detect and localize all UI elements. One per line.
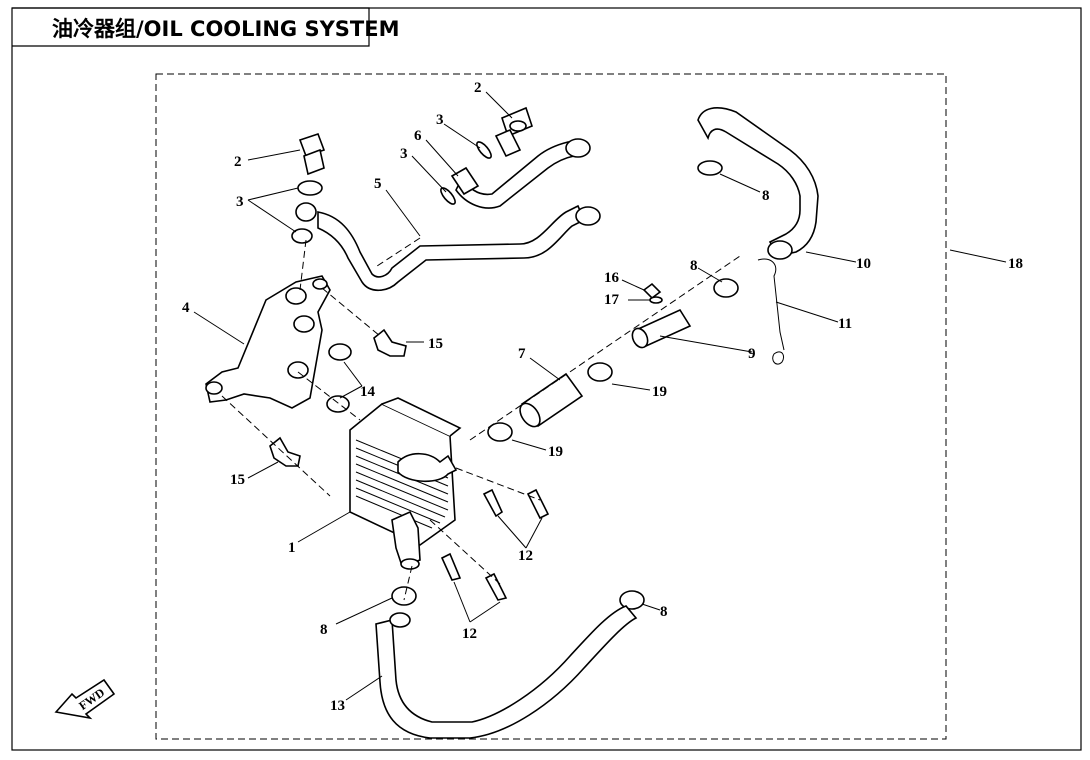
clamp-hose-bottom-left xyxy=(391,586,417,606)
clamp-hose-bottom-right xyxy=(619,590,645,610)
oil-cooler xyxy=(349,397,462,570)
hose-lower xyxy=(375,605,638,739)
forward-arrow-icon: FWD xyxy=(54,678,116,720)
o-ring-upper xyxy=(328,343,352,361)
callout-12-upper: 12 xyxy=(518,548,533,564)
bolt-lower xyxy=(269,436,301,467)
assembly-boundary xyxy=(155,73,947,740)
callout-19-upper: 19 xyxy=(652,384,667,400)
diagram-title: 油冷器组/OIL COOLING SYSTEM xyxy=(52,17,399,41)
callout-16: 16 xyxy=(604,270,620,286)
callout-labels: 2 2 3 3 3 4 5 6 7 8 8 8 8 9 10 11 12 12 … xyxy=(182,80,1023,714)
callout-14: 14 xyxy=(360,384,376,400)
banjo-bolt-right xyxy=(494,106,533,158)
alignment-line-f xyxy=(429,519,501,585)
clamp-upper xyxy=(587,362,613,382)
bolt-12c xyxy=(440,552,462,581)
callout-3-top: 3 xyxy=(436,112,444,128)
callout-19-lower: 19 xyxy=(548,444,563,460)
callout-6: 6 xyxy=(414,128,422,144)
callout-2-left: 2 xyxy=(234,154,242,170)
callout-15-upper: 15 xyxy=(428,336,443,352)
alignment-line-i xyxy=(373,237,421,269)
callout-18: 18 xyxy=(1008,256,1023,272)
oil-pipe-assembly xyxy=(317,138,601,292)
banjo-bolt-left xyxy=(298,132,326,176)
callout-5: 5 xyxy=(374,176,382,192)
hose-lower-end xyxy=(389,612,411,628)
callout-8-top: 8 xyxy=(762,188,770,204)
hose-short-end xyxy=(519,402,541,428)
callout-9: 9 xyxy=(748,346,756,362)
callout-8-bottom-left: 8 xyxy=(320,622,328,638)
wire-clip xyxy=(757,258,785,365)
bracket xyxy=(205,275,331,409)
clamp-hose-mid xyxy=(713,278,739,298)
callout-4: 4 xyxy=(182,300,190,316)
callout-11: 11 xyxy=(838,316,852,332)
callout-1: 1 xyxy=(288,540,296,556)
outer-frame xyxy=(11,7,1082,751)
hose-upper-end xyxy=(767,240,793,260)
callout-13: 13 xyxy=(330,698,345,714)
clamp-lower xyxy=(487,422,513,442)
alignment-line-c xyxy=(321,287,381,337)
banjo-fitting xyxy=(295,202,317,222)
alignment-line-a xyxy=(221,395,331,497)
o-ring-small xyxy=(649,296,663,304)
alignment-line-e xyxy=(455,467,541,501)
bolt-upper xyxy=(373,328,407,357)
callout-3-mid: 3 xyxy=(400,146,408,162)
alignment-line-h xyxy=(403,565,413,601)
bolt-12d xyxy=(484,572,508,601)
callout-2-right: 2 xyxy=(474,80,482,96)
o-ring-lower xyxy=(326,395,350,413)
bolt-12a xyxy=(482,488,504,518)
callout-17: 17 xyxy=(604,292,620,308)
sealing-washer-top xyxy=(476,141,492,159)
leader-lines xyxy=(193,91,1007,701)
washer-lower xyxy=(291,228,313,244)
title-box xyxy=(12,7,370,47)
bolt-12b xyxy=(526,488,550,520)
callout-10: 10 xyxy=(856,256,871,272)
alignment-line-b xyxy=(299,239,307,291)
alignment-line-d xyxy=(297,371,361,421)
callout-3-left: 3 xyxy=(236,194,244,210)
callout-7: 7 xyxy=(518,346,526,362)
sealing-washer-mid xyxy=(440,187,456,205)
callout-12-lower: 12 xyxy=(462,626,477,642)
washer-upper xyxy=(297,180,323,196)
connector-pipe-end xyxy=(631,327,649,349)
callout-8-bottom-right: 8 xyxy=(660,604,668,620)
clamp-hose-top xyxy=(697,160,723,176)
callout-8-mid: 8 xyxy=(690,258,698,274)
callout-15-lower: 15 xyxy=(230,472,245,488)
nut-small xyxy=(642,282,662,300)
